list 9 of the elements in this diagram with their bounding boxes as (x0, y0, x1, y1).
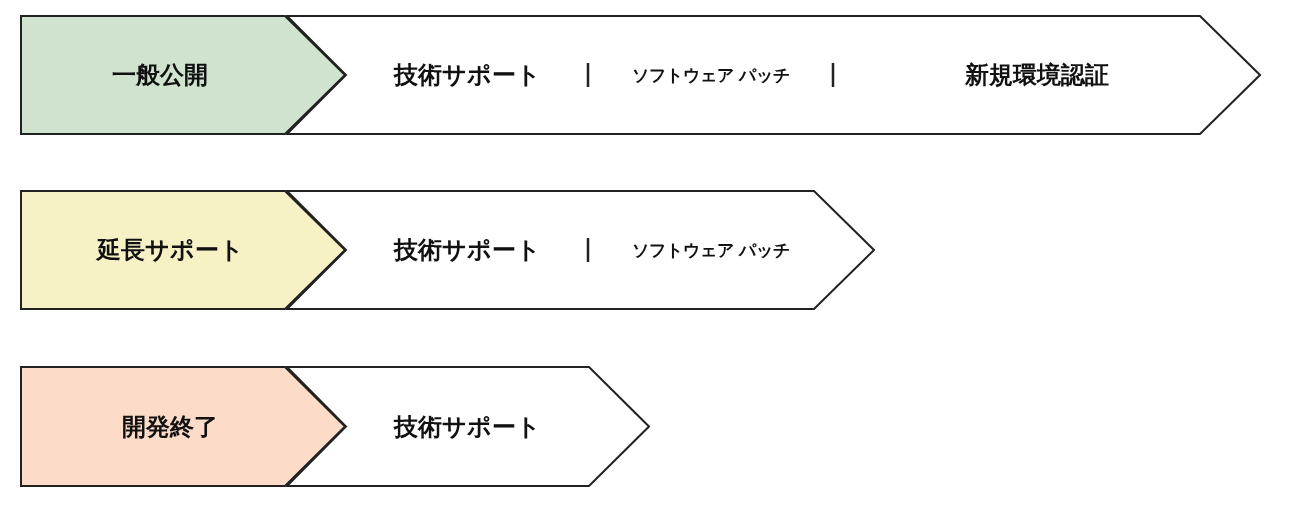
service-label: 技術サポート (393, 235, 541, 266)
stage-label: 一般公開 (112, 60, 208, 91)
stage-label: 延長サポート (96, 235, 244, 266)
service-label: 新規環境認証 (965, 60, 1109, 91)
stage-label: 開発終了 (122, 411, 218, 443)
service-label: 技術サポート (393, 60, 541, 91)
service-label: ソフトウェア パッチ (631, 63, 791, 87)
service-label: 技術サポート (393, 411, 541, 443)
service-label: ソフトウェア パッチ (631, 238, 791, 262)
